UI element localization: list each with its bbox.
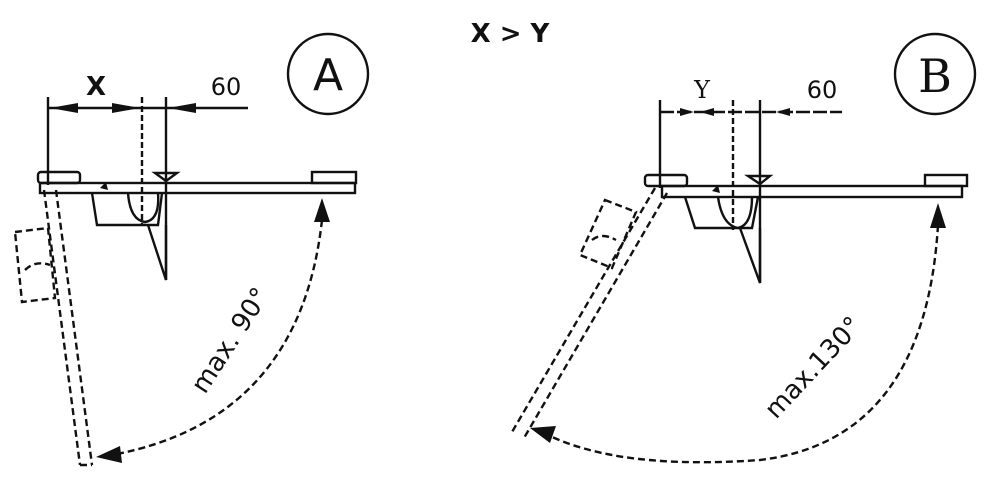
offset-60-label: 60	[211, 73, 242, 101]
title-relation: X > Y	[471, 19, 551, 49]
panel-a: A X 60	[13, 32, 370, 467]
panel-a-label: A	[313, 50, 343, 101]
panel-b-swing-arc: max.130°	[530, 203, 946, 464]
arrow-icon	[112, 103, 140, 113]
panel-b-badge: B	[893, 32, 977, 116]
panel-a-dimension: X 60	[46, 72, 248, 280]
arrow-icon	[96, 446, 122, 463]
offset-60-label: 60	[807, 76, 838, 104]
panel-a-circle	[286, 32, 370, 116]
arrow-icon	[50, 103, 78, 113]
panel-a-swing-arc: max. 90°	[96, 198, 330, 463]
panel-a-hinge	[36, 170, 358, 281]
panel-b-open-door	[510, 187, 669, 439]
dimension-y-label: Y	[693, 76, 711, 104]
panel-b-dimension: Y 60	[658, 76, 842, 283]
panel-b-hinge	[643, 173, 969, 284]
panel-b-circle	[893, 32, 977, 116]
arrow-icon	[776, 108, 790, 116]
panel-a-open-door	[13, 189, 94, 467]
arrow-icon	[314, 198, 330, 222]
panel-b: B Y 60	[510, 32, 977, 464]
panel-b-label: B	[918, 49, 952, 103]
angle-label-a: max. 90°	[186, 282, 276, 398]
arrow-icon	[168, 103, 196, 113]
arrow-icon	[700, 108, 714, 116]
arrow-icon	[680, 108, 694, 116]
arrow-icon	[930, 203, 946, 228]
dimension-x-label: X	[86, 72, 106, 102]
angle-label-b: max.130°	[759, 311, 868, 425]
arrow-icon	[530, 426, 556, 443]
panel-a-badge: A	[286, 32, 370, 116]
